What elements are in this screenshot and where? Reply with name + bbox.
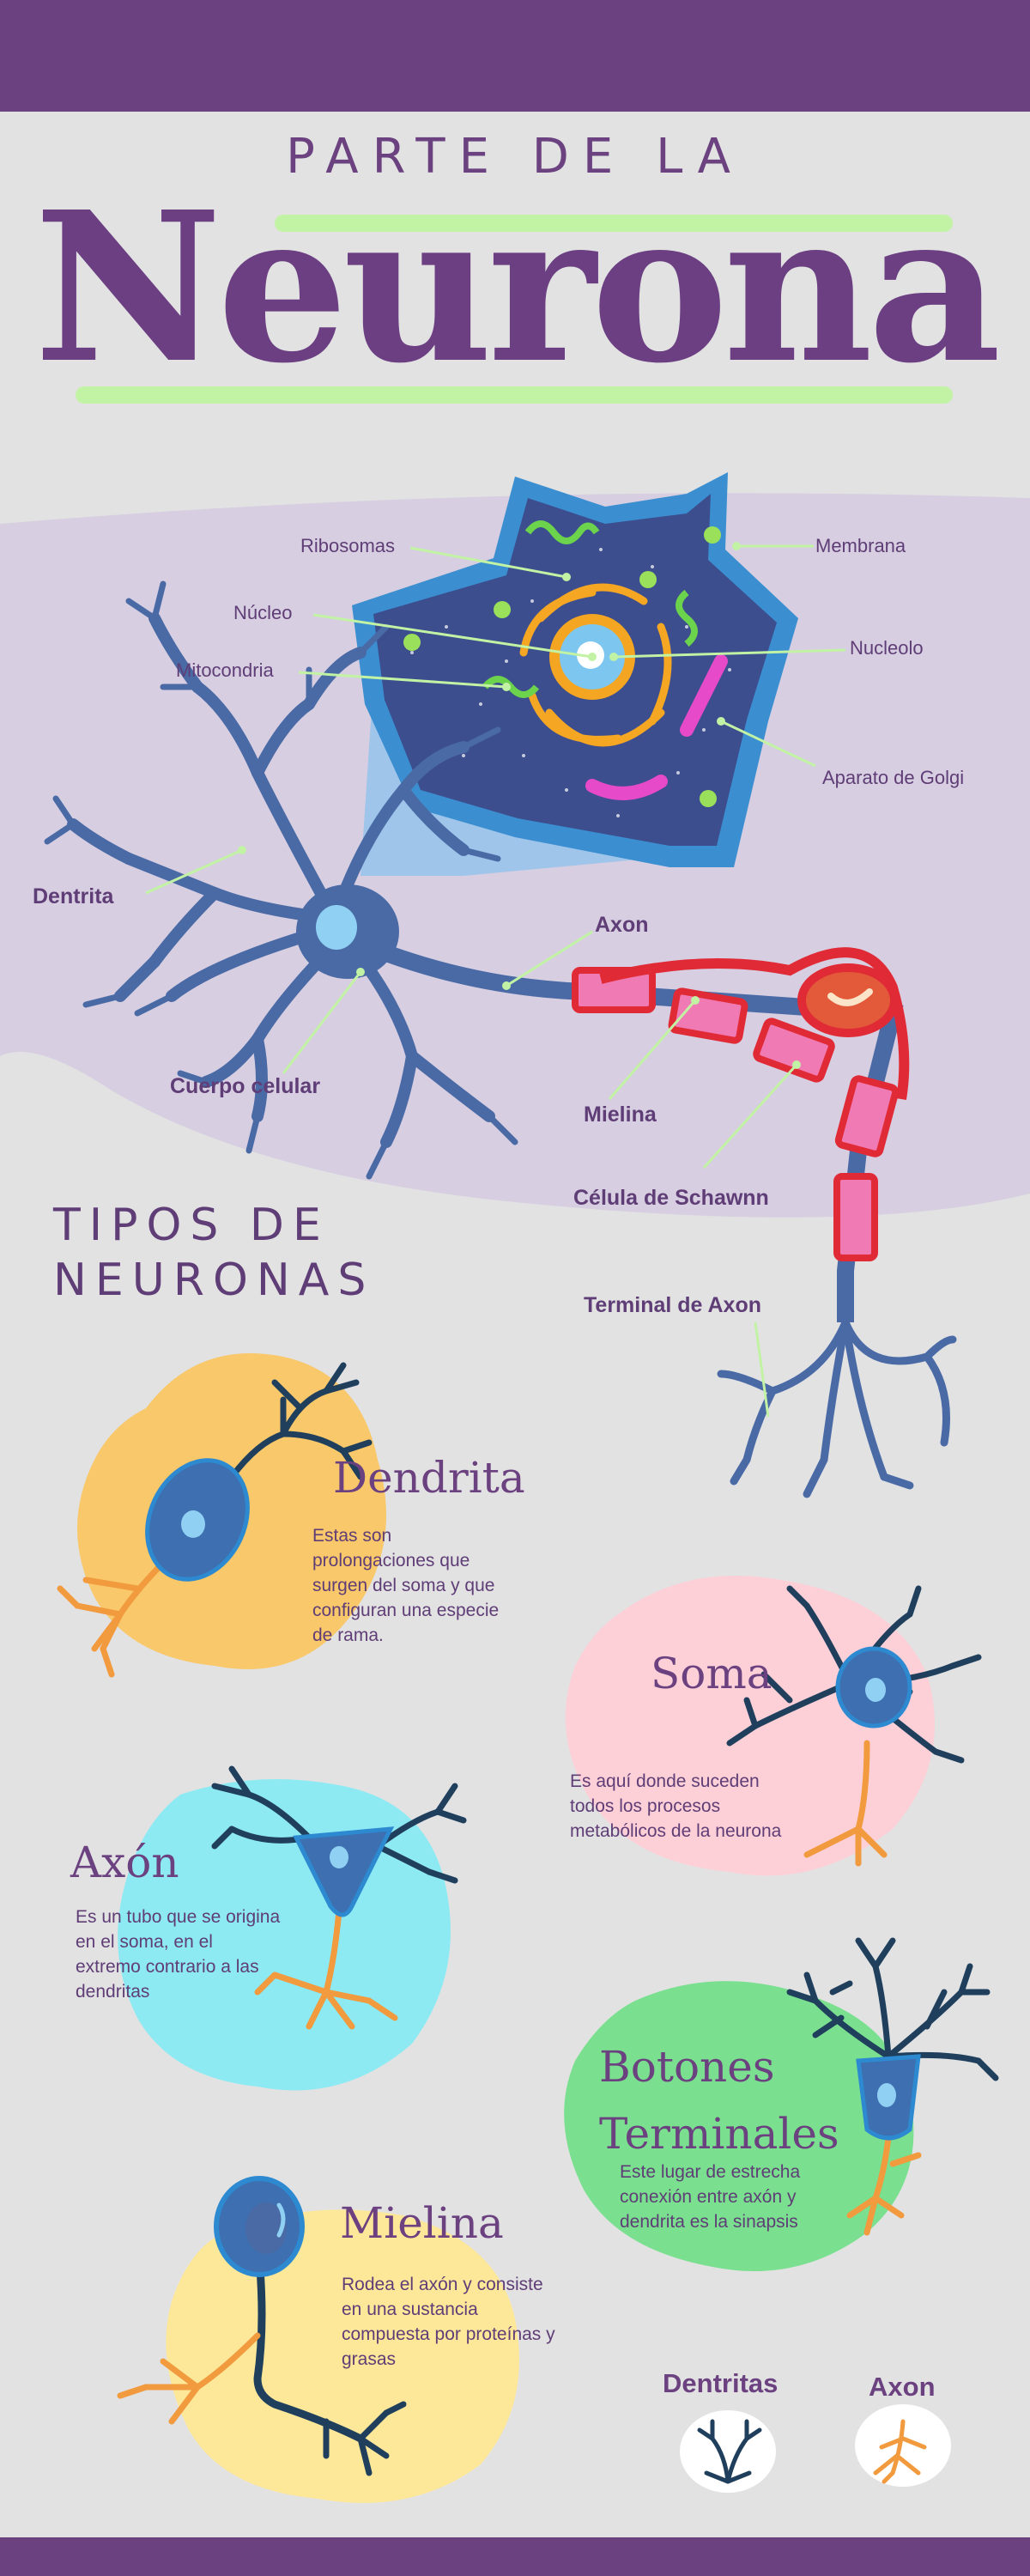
label-golgi: Aparato de Golgi [822, 767, 965, 788]
mielina-soma-highlight [276, 2202, 286, 2238]
legend-axon-icon [873, 2419, 927, 2484]
page-title: Neurona [33, 167, 1001, 409]
legend-dentritas-label: Dentritas [663, 2368, 779, 2398]
soma-blob [565, 1576, 935, 1876]
label-nucleolo: Nucleolo [850, 637, 924, 659]
cytoplasm-dots [410, 548, 731, 817]
label-terminal-axon: Terminal de Axon [584, 1293, 761, 1317]
schwann-cell [599, 947, 910, 1100]
type-mielina-name: Mielina [340, 2198, 504, 2248]
legend-dentritas-icon [697, 2419, 762, 2484]
label-pointer-dots [238, 542, 801, 1069]
bottom-band [0, 2537, 1030, 2576]
botones-orange-branches [846, 2135, 922, 2236]
myelin-sheaths [572, 967, 900, 1261]
label-ribosomas: Ribosomas [300, 535, 396, 556]
cell-body-nucleus [316, 905, 357, 950]
label-pointers [145, 544, 846, 1418]
golgi-2 [585, 775, 668, 800]
type-mielina-desc: Rodea el axón y consiste en una sustanci… [342, 2275, 555, 2369]
label-membrana: Membrana [815, 535, 906, 556]
title-bottom-bar [76, 386, 953, 404]
mielina-soma-nucleus [245, 2202, 287, 2254]
axon-soma [293, 1826, 395, 1917]
mielina-dark-branches [323, 2401, 407, 2476]
subtitle: PARTE DE LA [286, 129, 744, 185]
golgi-1 [680, 654, 728, 737]
mitochondria-1 [524, 520, 600, 544]
botones-blob [564, 1981, 914, 2271]
mielina-blob [166, 2209, 520, 2503]
dendrita-orange-branches [57, 1555, 171, 1678]
label-mielina: Mielina [584, 1103, 657, 1127]
type-botones-name: Botones Terminales [599, 2033, 839, 2167]
dendrita-soma-nucleus [181, 1510, 205, 1538]
label-cuerpo-celular: Cuerpo celular [170, 1074, 321, 1098]
legend-axon-label: Axon [869, 2372, 936, 2402]
mitochondria-3 [676, 589, 698, 647]
soma-body-nucleus [865, 1678, 886, 1702]
type-botones-name-line2: Terminales [599, 2109, 839, 2159]
axon-terminal [717, 1318, 957, 1498]
axon-soma-nucleus [330, 1846, 348, 1868]
label-celula-schawnn: Célula de Schawnn [573, 1186, 769, 1210]
schwann-cell-highlight [827, 988, 873, 1006]
type-soma-desc: Es aquí donde suceden todos los procesos… [570, 1771, 782, 1841]
type-botones-desc: Este lugar de estrecha conexión entre ax… [620, 2162, 801, 2232]
label-mitocondria: Mitocondria [176, 659, 274, 681]
type-axon-desc: Es un tubo que se origina en el soma, en… [76, 1907, 281, 2002]
mielina-orange-branches [117, 2332, 261, 2425]
top-band [0, 0, 1030, 112]
axon-orange-branches [254, 1907, 398, 2030]
type-soma-name: Soma [651, 1649, 772, 1698]
soma-orange-branches [803, 1740, 888, 1867]
dendrite-tips [44, 580, 518, 1180]
types-heading-line1: TIPOS DE [53, 1200, 330, 1251]
label-axon: Axon [595, 913, 649, 937]
ribosomes [403, 526, 721, 807]
botones-soma-nucleus [877, 2083, 896, 2107]
type-axon-name: Axón [70, 1838, 179, 1887]
endoplasmic-reticulum [519, 583, 672, 747]
type-dendrita-name: Dendrita [333, 1453, 525, 1503]
legend-axon-circle [855, 2404, 951, 2487]
label-dentrita: Dentrita [33, 884, 114, 908]
mielina-axon [253, 2240, 363, 2443]
label-nucleo: Núcleo [233, 602, 293, 623]
type-botones-name-line1: Botones [599, 2042, 775, 2092]
type-dendrita-desc: Estas son prolongaciones que surgen del … [312, 1526, 500, 1645]
types-heading: TIPOS DE NEURONAS [53, 1198, 374, 1308]
types-heading-line2: NEURONAS [53, 1255, 375, 1306]
title-top-bar [275, 215, 953, 232]
